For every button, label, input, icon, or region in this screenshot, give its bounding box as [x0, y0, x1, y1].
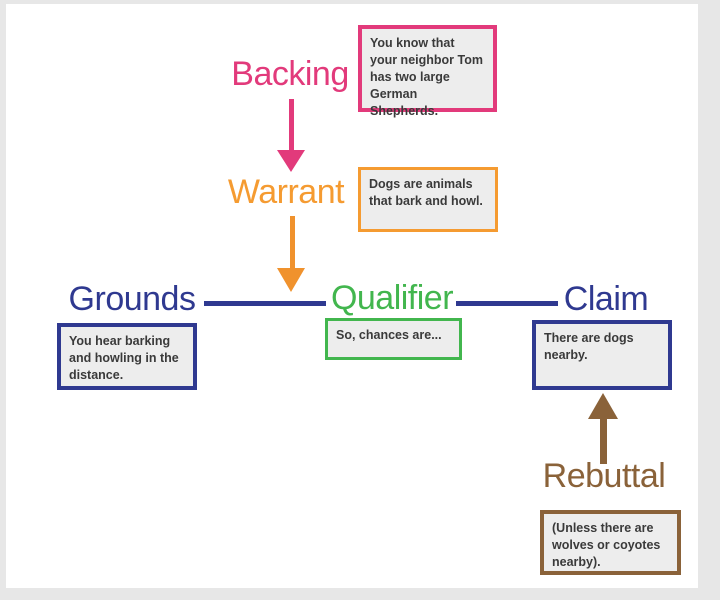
- backing-warrant-arrow-shaft: [289, 99, 294, 152]
- rebuttal-claim-arrowhead-icon: [588, 393, 618, 419]
- warrant-box-text: Dogs are animals that bark and howl.: [369, 177, 483, 208]
- qualifier-label: Qualifier: [330, 279, 454, 317]
- claim-label: Claim: [563, 280, 649, 318]
- warrant-box: Dogs are animals that bark and howl.: [358, 167, 498, 232]
- claim-box: There are dogs nearby.: [532, 320, 672, 390]
- backing-box: You know that your neighbor Tom has two …: [358, 25, 497, 118]
- claim-box-text: There are dogs nearby.: [544, 331, 634, 362]
- grounds-box-text: You hear barking and howling in the dist…: [69, 334, 179, 382]
- qualifier-box: So, chances are...: [325, 318, 462, 360]
- rebuttal-label: Rebuttal: [542, 457, 666, 495]
- rebuttal-box: (Unless there are wolves or coyotes near…: [540, 510, 681, 575]
- warrant-label: Warrant: [227, 173, 345, 211]
- warrant-qualifier-arrowhead-icon: [277, 268, 305, 292]
- qualifier-claim-line: [456, 301, 558, 306]
- grounds-box: You hear barking and howling in the dist…: [57, 323, 197, 390]
- canvas-background: [6, 4, 698, 588]
- warrant-qualifier-arrow-shaft: [290, 216, 295, 270]
- rebuttal-box-text: (Unless there are wolves or coyotes near…: [552, 521, 661, 569]
- qualifier-box-text: So, chances are...: [336, 328, 442, 342]
- backing-box-text: You know that your neighbor Tom has two …: [370, 36, 483, 118]
- backing-label: Backing: [231, 55, 349, 93]
- backing-warrant-arrowhead-icon: [277, 150, 305, 172]
- rebuttal-claim-arrow-shaft: [600, 417, 607, 464]
- grounds-label: Grounds: [68, 280, 196, 318]
- grounds-qualifier-line: [204, 301, 326, 306]
